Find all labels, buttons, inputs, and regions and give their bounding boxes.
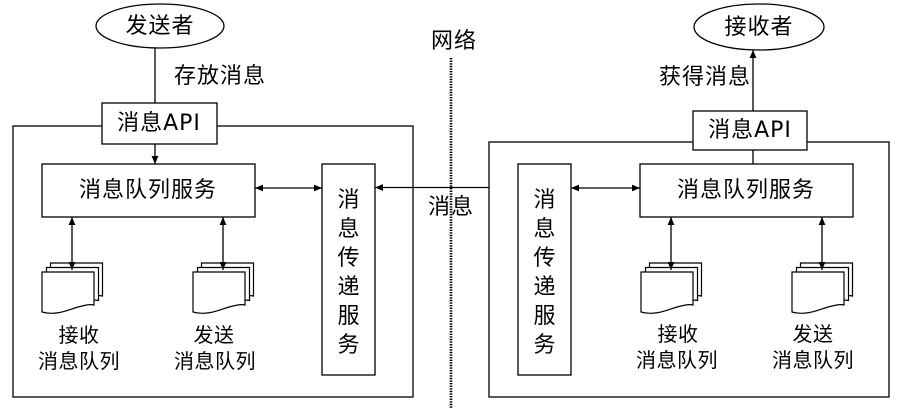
sender-send-queue-label-line1: 发送 — [193, 323, 235, 347]
receiver-queue-service-label: 消息队列服务 — [676, 178, 816, 203]
receiver-transfer-service-label: 消息传递服务 — [533, 188, 556, 358]
sender-api-label: 消息API — [117, 111, 201, 136]
receiver-send-queue-label-line2: 消息队列 — [772, 348, 854, 372]
sender-actor-label: 发送者 — [125, 14, 195, 39]
receiver-queue-service-box — [639, 163, 854, 218]
sender-transfer-service-box — [321, 163, 376, 376]
sender-queue-service-label: 消息队列服务 — [78, 178, 218, 203]
sender-action-label: 存放消息 — [173, 64, 267, 89]
receiver-actor-label: 接收者 — [724, 15, 794, 40]
receiver-send-queue-label-line1: 发送 — [792, 322, 834, 346]
receiver-transfer-service-box — [517, 163, 572, 376]
network-label: 网络 — [430, 29, 478, 54]
sender-ellipse — [95, 3, 225, 49]
sender-queue-service-box — [41, 163, 256, 218]
sender-receive-queue-label-line2: 消息队列 — [38, 349, 120, 373]
receiver-receive-queue-label-line1: 接收 — [657, 322, 699, 346]
sender-api-box — [101, 102, 218, 145]
sender-transfer-service-label: 消息传递服务 — [337, 188, 360, 358]
receiver-api-box — [692, 110, 808, 151]
receiver-receive-queue-label-line2: 消息队列 — [636, 348, 718, 372]
receiver-api-label: 消息API — [708, 118, 792, 143]
sender-send-queue-label-line2: 消息队列 — [174, 349, 256, 373]
sender-receive-queue-label-line1: 接收 — [58, 323, 100, 347]
receiver-action-label: 获得消息 — [658, 65, 752, 90]
network-message-label: 消息 — [427, 195, 475, 220]
receiver-ellipse — [693, 3, 825, 51]
